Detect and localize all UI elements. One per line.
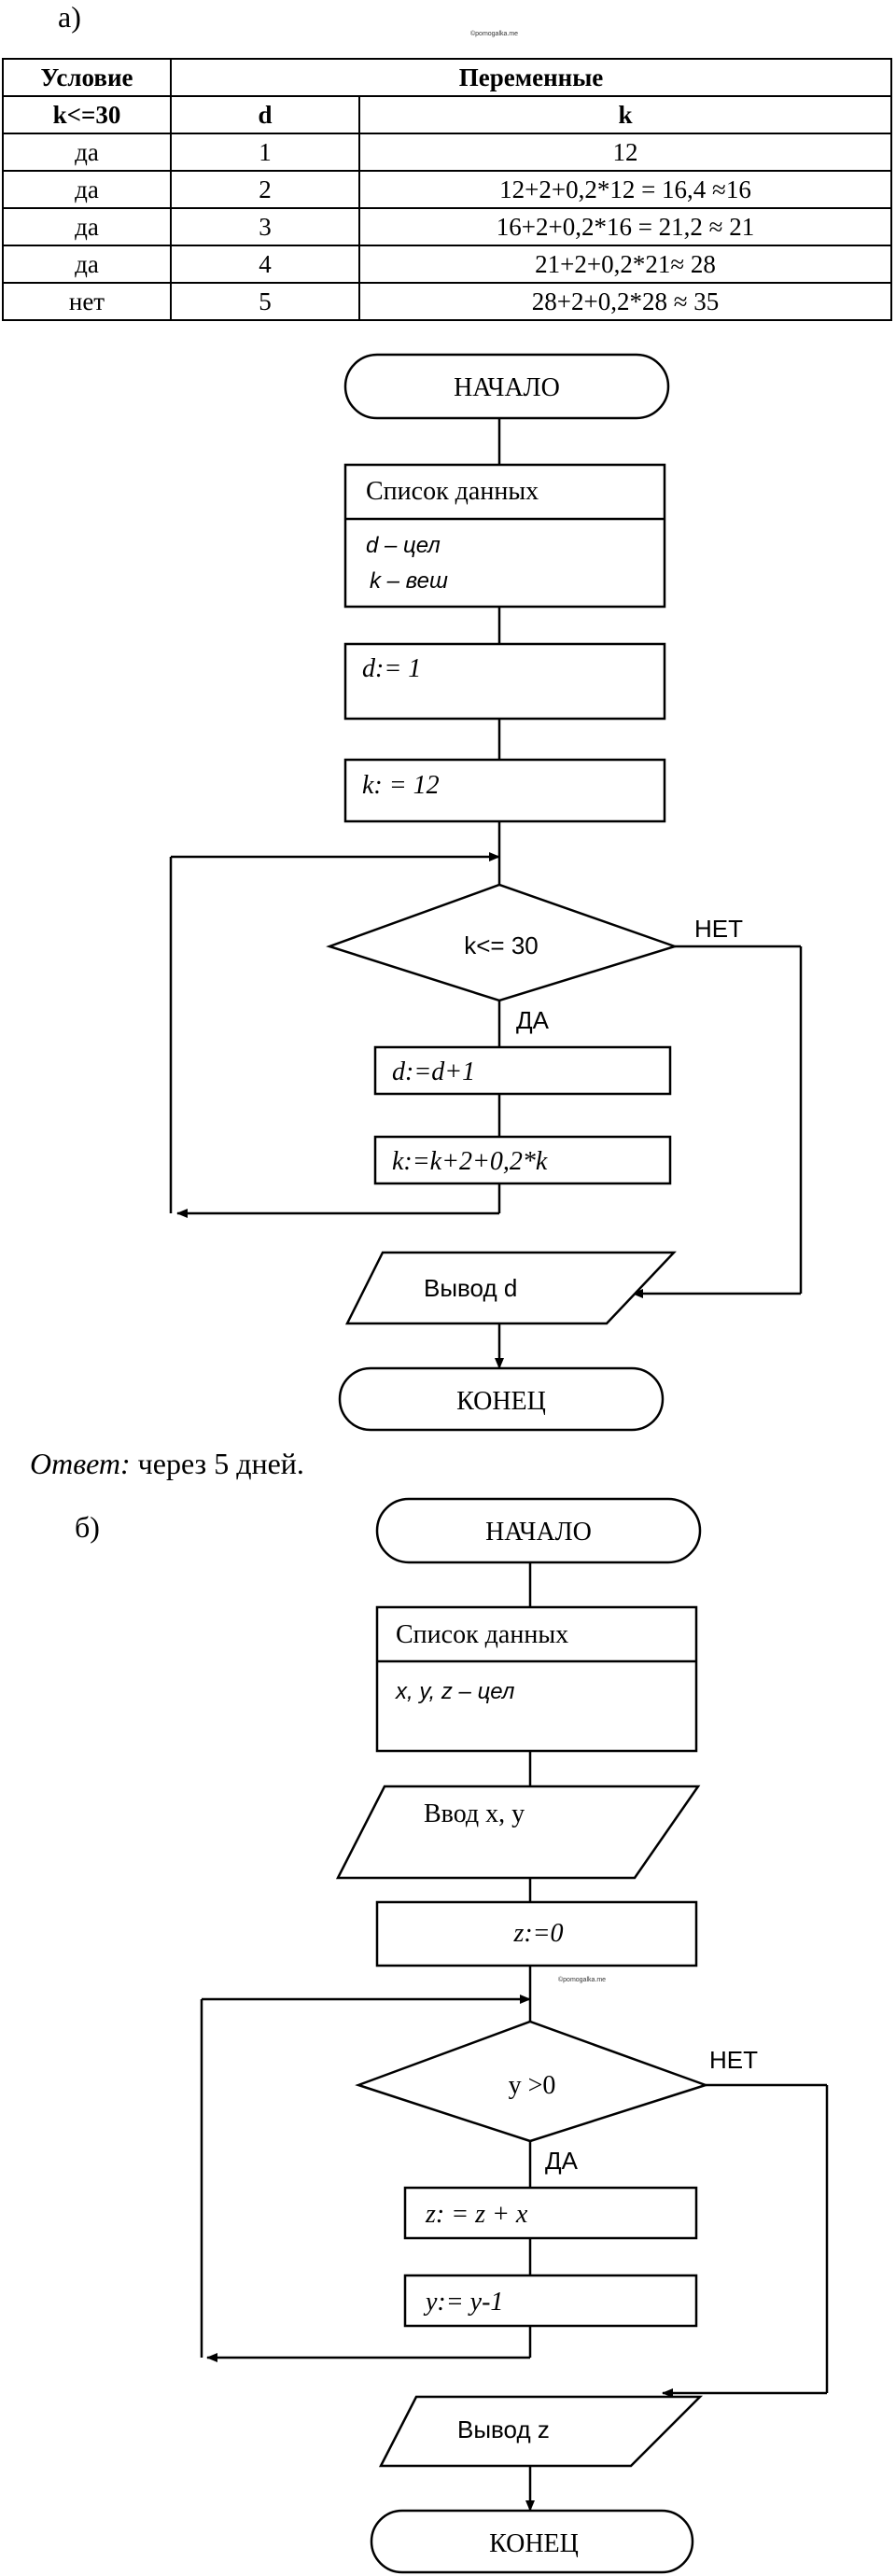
header-condition: Условие <box>2 58 172 97</box>
col-condition: k<=30 <box>2 95 172 134</box>
watermark: ©pomogalka.me <box>558 1977 607 1983</box>
table-row: да 2 12+2+0,2*12 = 16,4 ≈16 <box>2 170 892 209</box>
body1-block <box>373 1045 672 1096</box>
body2-block <box>373 1135 672 1185</box>
yes-label: ДА <box>545 2147 579 2175</box>
end-label: КОНЕЦ <box>456 1387 546 1416</box>
condition-label: k<= 30 <box>464 931 539 959</box>
cell-cond: да <box>2 133 172 172</box>
watermark: ©pomogalka.me <box>470 31 519 37</box>
flowchart-b <box>200 1497 829 2574</box>
cell-d: 4 <box>170 245 360 284</box>
condition-label: y >0 <box>509 2071 556 2100</box>
no-label: НЕТ <box>694 915 743 943</box>
body1-block <box>403 2186 698 2240</box>
col-k: k <box>358 95 892 134</box>
body2-label: y:= y-1 <box>423 2288 503 2317</box>
input-label: Ввод x, y <box>424 1799 525 1828</box>
end-terminator <box>338 1366 665 1432</box>
yes-label: ДА <box>516 1006 550 1034</box>
answer-line: Ответ: через 5 дней. <box>30 1447 304 1481</box>
cell-k: 12+2+0,2*12 = 16,4 ≈16 <box>358 170 892 209</box>
output-label: Вывод z <box>457 2415 550 2443</box>
table-subheader-row: k<=30 d k <box>2 95 892 134</box>
end-label: КОНЕЦ <box>489 2529 579 2558</box>
body1-label: d:=d+1 <box>392 1057 475 1086</box>
assign-k-label: k: = 12 <box>362 771 440 800</box>
cell-d: 1 <box>170 133 360 172</box>
start-terminator <box>375 1497 702 1564</box>
data-title: Список данных <box>366 477 539 506</box>
data-title: Список данных <box>396 1620 568 1649</box>
data-line1: x, y, z – цел <box>395 1679 515 1704</box>
assign-z-label: z:=0 <box>512 1919 563 1948</box>
cell-k: 21+2+0,2*21≈ 28 <box>358 245 892 284</box>
trace-table: Условие Переменные k<=30 d k да 1 12 да … <box>2 58 892 321</box>
output-label: Вывод d <box>424 1274 517 1302</box>
no-label: НЕТ <box>709 2046 758 2074</box>
col-d: d <box>170 95 360 134</box>
data-block <box>343 463 666 609</box>
table-row: нет 5 28+2+0,2*28 ≈ 35 <box>2 282 892 321</box>
body2-label: k:=k+2+0,2*k <box>392 1147 548 1176</box>
table-row: да 3 16+2+0,2*16 = 21,2 ≈ 21 <box>2 207 892 246</box>
start-label: НАЧАЛО <box>485 1518 592 1547</box>
assign-d-label: d:= 1 <box>362 654 421 683</box>
input-parallelogram <box>335 1785 701 1880</box>
end-terminator <box>370 2509 694 2574</box>
data-block <box>375 1605 698 1753</box>
cell-d: 3 <box>170 207 360 246</box>
cell-cond: да <box>2 170 172 209</box>
flowchart-b-labels: НАЧАЛО Список данных x, y, z – цел Ввод … <box>395 1518 758 2558</box>
cell-d: 2 <box>170 170 360 209</box>
data-line2: k – веш <box>370 568 448 594</box>
flowchart-a <box>169 353 803 1432</box>
flowchart-a-labels: НАЧАЛО Список данных d – цел k – веш d:=… <box>362 373 743 1416</box>
start-label: НАЧАЛО <box>454 373 560 402</box>
start-terminator <box>343 353 670 420</box>
table-header-row: Условие Переменные <box>2 58 892 97</box>
cell-cond: да <box>2 207 172 246</box>
cell-k: 16+2+0,2*16 = 21,2 ≈ 21 <box>358 207 892 246</box>
body2-block <box>403 2274 698 2328</box>
assign-k-block <box>343 758 666 823</box>
data-line1: d – цел <box>366 533 441 558</box>
part-a-label: а) <box>58 0 81 34</box>
assign-z-block <box>375 1900 698 1967</box>
cell-k: 28+2+0,2*28 ≈ 35 <box>358 282 892 321</box>
cell-cond: нет <box>2 282 172 321</box>
body1-label: z: = z + x <box>425 2200 528 2229</box>
cell-k: 12 <box>358 133 892 172</box>
cell-cond: да <box>2 245 172 284</box>
header-variables: Переменные <box>170 58 892 97</box>
answer-text: через 5 дней. <box>130 1447 304 1480</box>
table-row: да 1 12 <box>2 133 892 172</box>
output-parallelogram <box>344 1251 677 1325</box>
assign-d-block <box>343 642 666 721</box>
answer-prefix: Ответ: <box>30 1447 131 1480</box>
output-parallelogram <box>378 2395 704 2468</box>
part-b-label: б) <box>75 1510 100 1544</box>
table-row: да 4 21+2+0,2*21≈ 28 <box>2 245 892 284</box>
cell-d: 5 <box>170 282 360 321</box>
